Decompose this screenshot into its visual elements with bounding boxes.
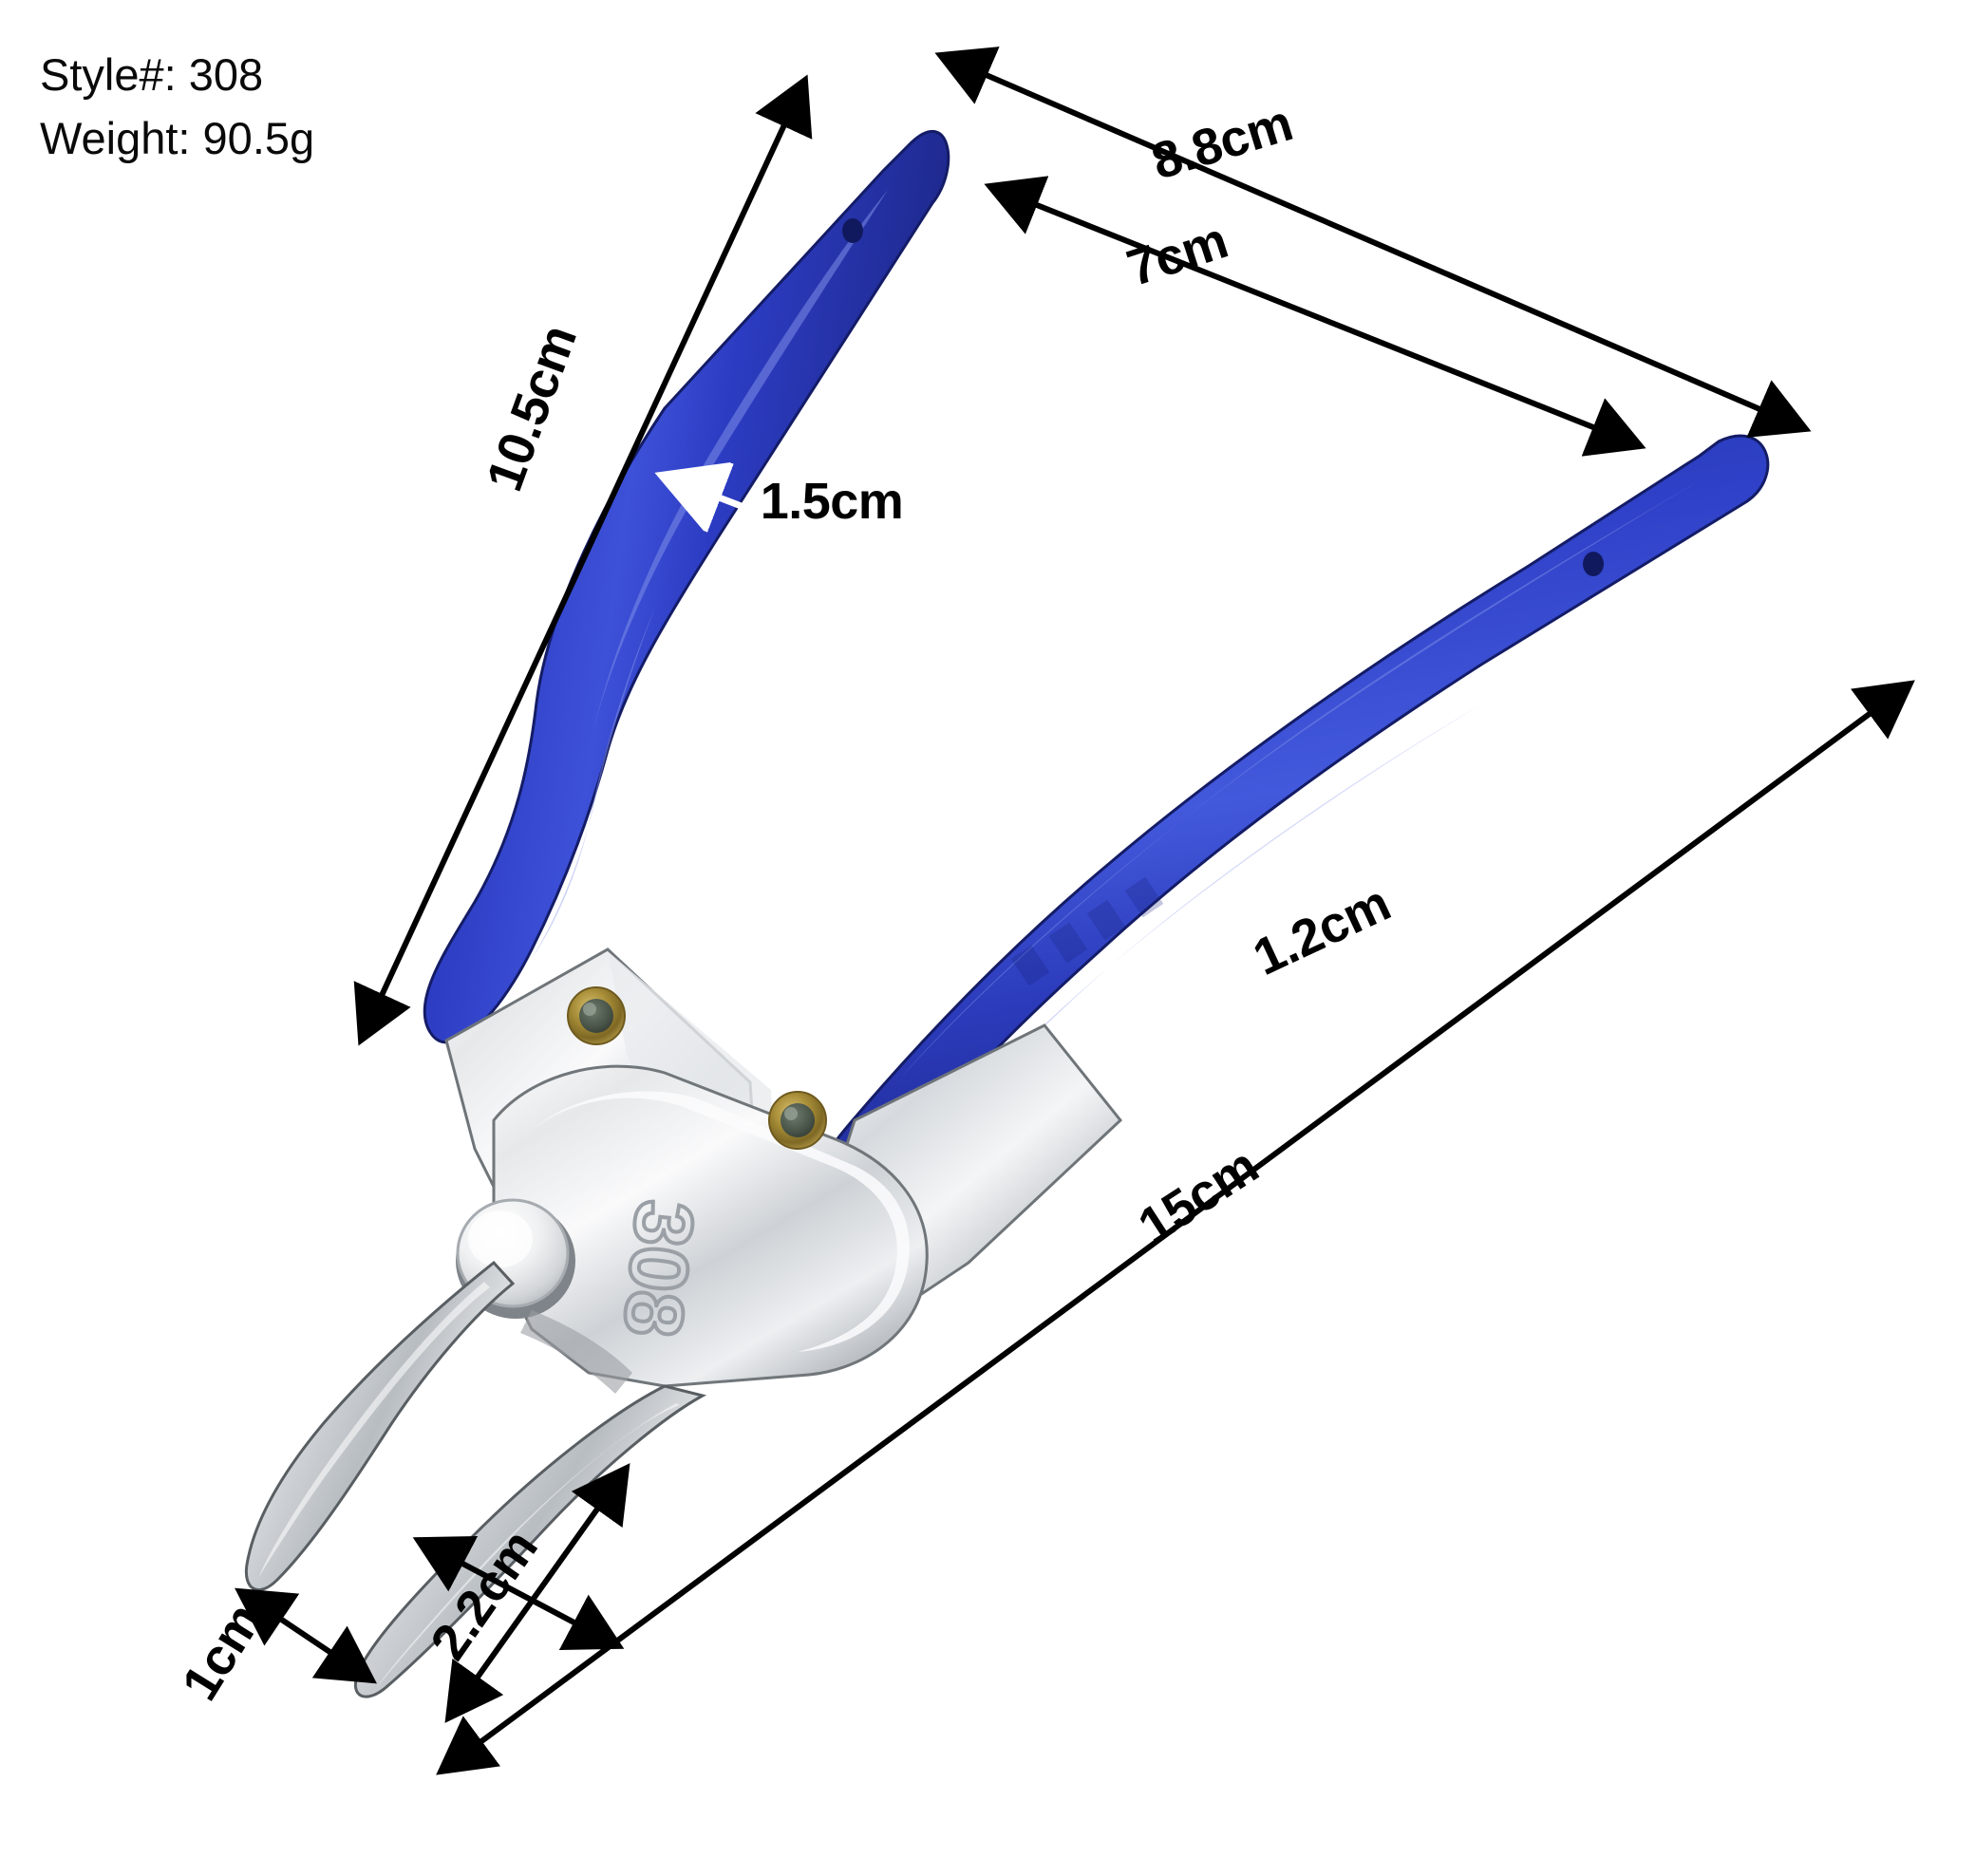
dimension-label-handle-width: 1.5cm (760, 473, 904, 530)
dim-line-7cm (984, 176, 1646, 457)
weight-label: Weight: 90.5g (40, 112, 315, 163)
dim-line-10-5cm (353, 74, 813, 1046)
style-number-label: Style#: 308 (40, 49, 264, 100)
dim-line-15cm (436, 680, 1915, 1775)
dim-line-8-8cm (934, 47, 1812, 438)
product-spec-block: Style#: 308 Weight: 90.5g (40, 44, 314, 170)
dim-line-1-5cm (665, 477, 813, 534)
dim-line-2-2cm-lower (444, 1463, 630, 1723)
dim-line-1cm (235, 1587, 377, 1684)
